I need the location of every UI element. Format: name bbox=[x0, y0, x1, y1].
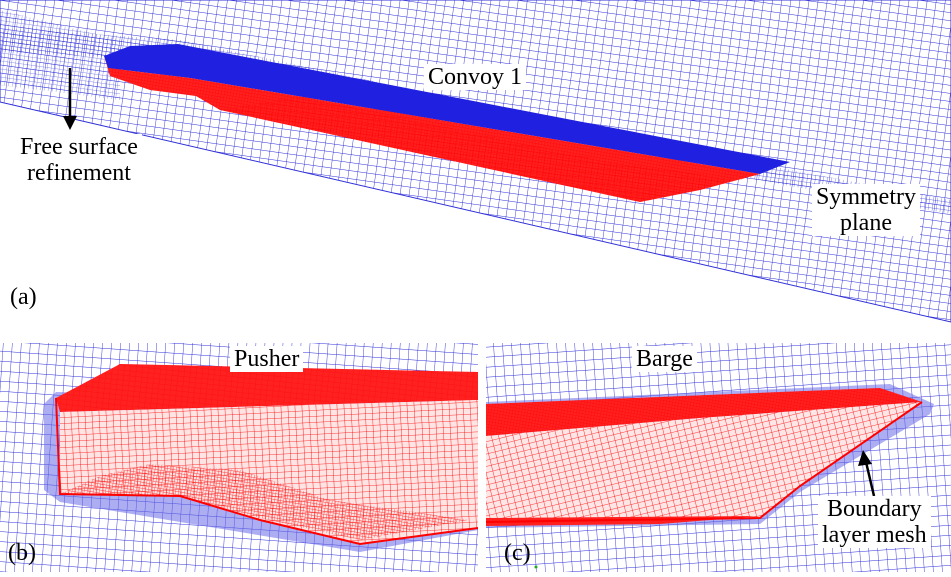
convoy-hull bbox=[104, 44, 790, 202]
panel-b-title: Pusher bbox=[230, 346, 304, 372]
pusher-hull-outline bbox=[55, 397, 478, 546]
barge-hull-deck-mesh bbox=[486, 388, 922, 436]
free-surface-label-line2: refinement bbox=[26, 160, 131, 186]
boundary-layer-arrow bbox=[858, 450, 876, 497]
panel-b-mesh bbox=[0, 343, 478, 572]
boundary-layer-label: Boundary layer mesh bbox=[818, 496, 931, 548]
boundary-layer-label-line2: layer mesh bbox=[822, 522, 927, 548]
panel-c-title: Barge bbox=[632, 346, 697, 372]
pusher-hull-deck-mesh bbox=[56, 364, 478, 412]
symmetry-plane-label-line2: plane bbox=[840, 210, 892, 236]
convoy-hull-bottom bbox=[220, 96, 760, 202]
convoy-hull-deck bbox=[104, 44, 790, 174]
barge-hull-outline bbox=[486, 401, 923, 523]
panel-a-refinement-near-bow bbox=[0, 10, 120, 100]
panel-a-title: Convoy 1 bbox=[424, 64, 527, 90]
symmetry-plane-label: Symmetry plane bbox=[812, 184, 920, 236]
free-surface-label-line1: Free surface bbox=[20, 134, 138, 160]
panel-a-mesh bbox=[0, 0, 951, 323]
panel-b-tag: (b) bbox=[8, 540, 36, 566]
pusher-skeg-surface bbox=[60, 464, 470, 540]
symmetry-plane-label-line1: Symmetry bbox=[816, 184, 916, 210]
panel-c-tag: (c) bbox=[504, 540, 531, 566]
free-surface-label: Free surface refinement bbox=[16, 134, 142, 186]
panel-a-tag: (a) bbox=[10, 284, 37, 310]
barge-hull-side-mesh bbox=[486, 402, 922, 520]
green-marker bbox=[534, 565, 538, 569]
boundary-layer-label-line1: Boundary bbox=[826, 496, 922, 522]
panel-separator-vertical bbox=[478, 343, 486, 572]
free-surface-arrow bbox=[63, 68, 77, 130]
